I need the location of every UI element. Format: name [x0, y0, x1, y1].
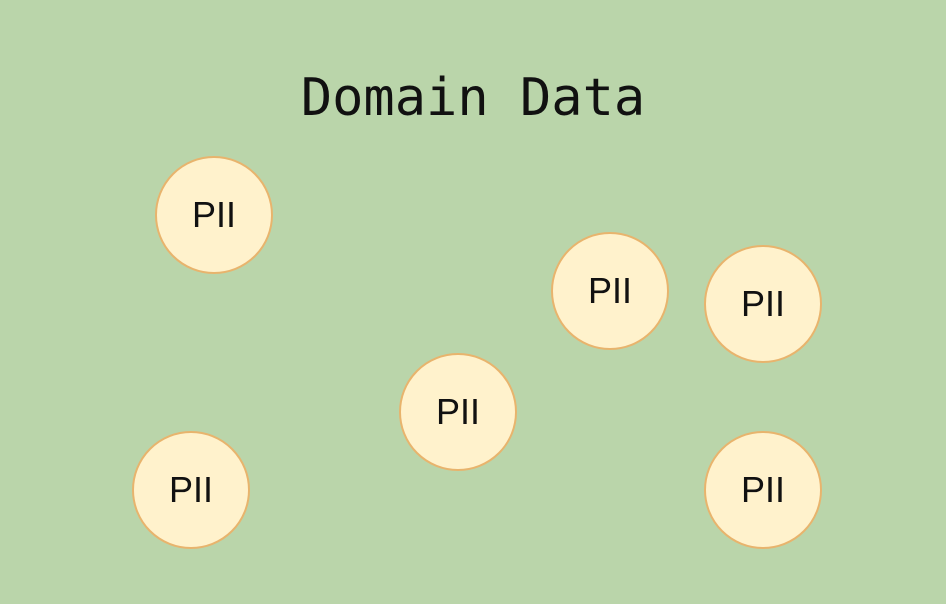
pii-node[interactable]: PII — [704, 245, 822, 363]
pii-node-label: PII — [740, 283, 785, 324]
pii-node-label: PII — [740, 469, 785, 510]
pii-node-label: PII — [168, 469, 213, 510]
pii-node-label: PII — [191, 194, 236, 235]
pii-node[interactable]: PII — [551, 232, 669, 350]
pii-node-label: PII — [587, 270, 632, 311]
pii-node[interactable]: PII — [132, 431, 250, 549]
pii-node-label: PII — [435, 391, 480, 432]
pii-node[interactable]: PII — [399, 353, 517, 471]
pii-node[interactable]: PII — [704, 431, 822, 549]
diagram-title: Domain Data — [300, 68, 646, 128]
pii-node[interactable]: PII — [155, 156, 273, 274]
